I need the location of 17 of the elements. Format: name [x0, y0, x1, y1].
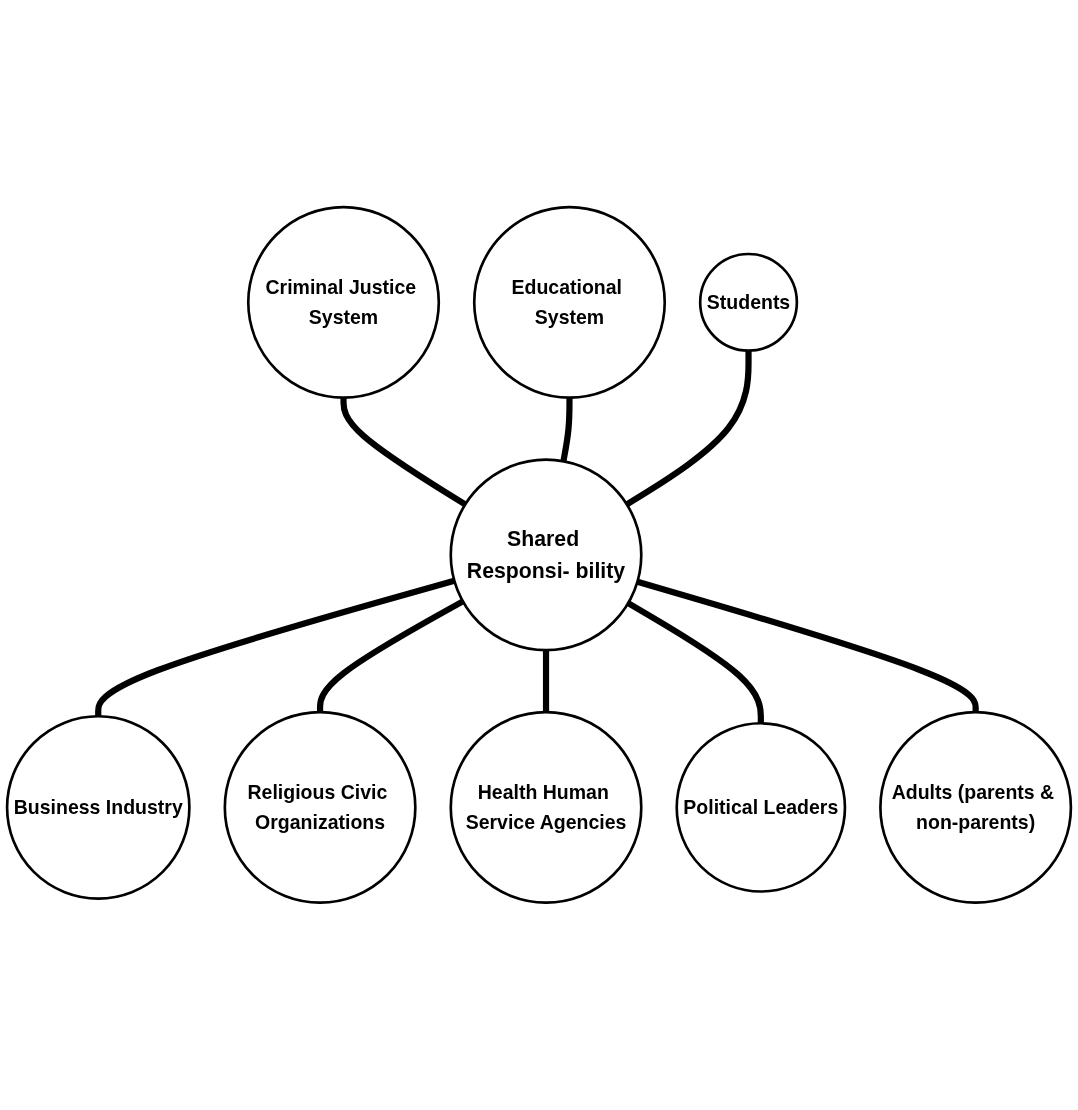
- node-circle: Adults (parents & non-parents): [879, 710, 1073, 905]
- connector: [560, 397, 573, 462]
- node-circle: Business Industry: [5, 715, 191, 900]
- connector: [626, 600, 764, 724]
- node-circle: Political Leaders: [675, 722, 847, 893]
- node-circle: Students: [698, 252, 799, 353]
- node-circle: Religious Civic Organizations: [223, 710, 417, 905]
- connector: [542, 650, 550, 713]
- connector: [340, 397, 467, 508]
- node-circle: Criminal Justice System: [246, 205, 441, 400]
- connector: [316, 598, 465, 713]
- node-circle: Health Human Service Agencies: [449, 710, 643, 905]
- connector: [95, 577, 456, 717]
- node-circle: Educational System: [472, 205, 667, 400]
- connector: [636, 578, 979, 713]
- connector: [625, 350, 752, 508]
- node-circle: Shared Responsi- bility: [449, 458, 643, 652]
